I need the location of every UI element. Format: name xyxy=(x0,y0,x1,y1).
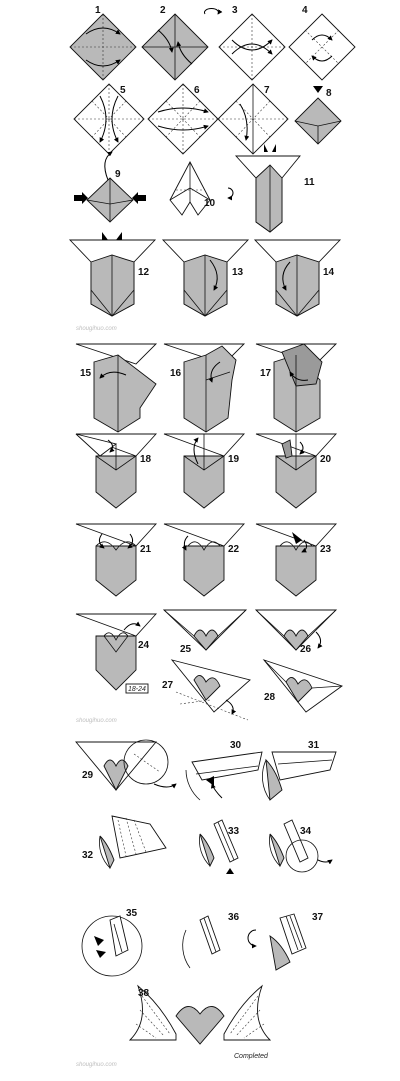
step-20-number: 20 xyxy=(320,454,332,465)
step-29-number: 29 xyxy=(82,770,94,781)
step-26-number: 26 xyxy=(300,644,312,655)
step-11-figure xyxy=(234,144,301,233)
step-9-number: 9 xyxy=(115,169,121,180)
step-12-number: 12 xyxy=(138,267,150,278)
step-2-figure xyxy=(141,13,209,81)
step-16-figure xyxy=(163,343,246,433)
step-28-number: 28 xyxy=(264,692,276,703)
step-15-number: 15 xyxy=(80,368,92,379)
step-3-number: 3 xyxy=(232,5,238,16)
step-2-number: 2 xyxy=(160,5,166,16)
step-5-number: 5 xyxy=(120,85,126,96)
turn-over-icon xyxy=(204,8,223,15)
step-33-number: 33 xyxy=(228,826,240,837)
step-14-figure xyxy=(253,239,342,317)
step-29-figure xyxy=(75,739,177,792)
step-34-figure xyxy=(269,819,333,873)
step-1-number: 1 xyxy=(95,5,101,16)
step-15-figure xyxy=(75,343,158,433)
reference-label: 18-24 xyxy=(128,686,146,693)
step-4-number: 4 xyxy=(302,5,308,16)
step-1-figure xyxy=(69,13,137,81)
step-13-figure xyxy=(161,239,250,317)
step-21-number: 21 xyxy=(140,544,152,555)
step-10-figure xyxy=(169,161,211,216)
step-37-number: 37 xyxy=(312,912,324,923)
step-7-number: 7 xyxy=(264,85,270,96)
step-14-number: 14 xyxy=(323,267,335,278)
step-33-figure xyxy=(199,819,239,874)
step-6-figure xyxy=(147,83,219,155)
watermark-2: shougihuo.com xyxy=(76,718,117,724)
step-25-figure xyxy=(162,609,248,651)
step-37-figure xyxy=(247,913,307,971)
step-20-figure xyxy=(255,433,338,509)
completed-label: Completed xyxy=(234,1053,269,1060)
step-31-figure xyxy=(262,751,337,801)
step-17-figure xyxy=(255,343,338,433)
step-23-figure xyxy=(255,523,338,597)
step-24-number: 24 xyxy=(138,640,150,651)
step-31-number: 31 xyxy=(308,740,320,751)
step-32-number: 32 xyxy=(82,850,94,861)
step-35-number: 35 xyxy=(126,908,138,919)
step-25-number: 25 xyxy=(180,644,192,655)
step-30-figure xyxy=(185,751,263,801)
step-17-number: 17 xyxy=(260,368,272,379)
step-30-number: 30 xyxy=(230,740,242,751)
step-22-figure xyxy=(163,523,246,597)
watermark-3: shougihuo.com xyxy=(76,1062,117,1068)
step-7-figure xyxy=(217,83,289,155)
step-26-figure xyxy=(254,609,338,651)
step-21-figure xyxy=(75,523,158,597)
step-11-number: 11 xyxy=(304,177,315,188)
step-18-figure xyxy=(75,433,158,509)
step-27-figure xyxy=(170,659,251,721)
step-23-number: 23 xyxy=(320,544,332,555)
rotate-icon xyxy=(227,187,234,201)
step-35-figure xyxy=(81,915,143,977)
step-5-figure xyxy=(73,83,145,155)
step-9-figure xyxy=(74,151,146,223)
step-27-number: 27 xyxy=(162,680,174,691)
step-24-figure xyxy=(75,613,158,694)
step-22-number: 22 xyxy=(228,544,240,555)
step-38-number: 38 xyxy=(138,988,150,999)
step-8-figure xyxy=(294,86,342,145)
step-28-figure xyxy=(262,659,343,713)
step-36-figure xyxy=(182,915,221,969)
step-19-number: 19 xyxy=(228,454,240,465)
step-18-number: 18 xyxy=(140,454,152,465)
step-6-number: 6 xyxy=(194,85,200,96)
step-4-figure xyxy=(288,13,356,81)
step-38-figure xyxy=(128,984,272,1045)
step-12-figure xyxy=(68,232,157,317)
step-16-number: 16 xyxy=(170,368,182,379)
step-32-figure xyxy=(99,815,167,870)
step-34-number: 34 xyxy=(300,826,312,837)
step-19-figure xyxy=(163,433,246,509)
step-8-number: 8 xyxy=(326,88,332,99)
step-13-number: 13 xyxy=(232,267,244,278)
watermark: shougihuo.com xyxy=(76,326,117,332)
step-3-figure xyxy=(218,13,286,81)
step-36-number: 36 xyxy=(228,912,240,923)
step-10-number: 10 xyxy=(204,198,216,209)
